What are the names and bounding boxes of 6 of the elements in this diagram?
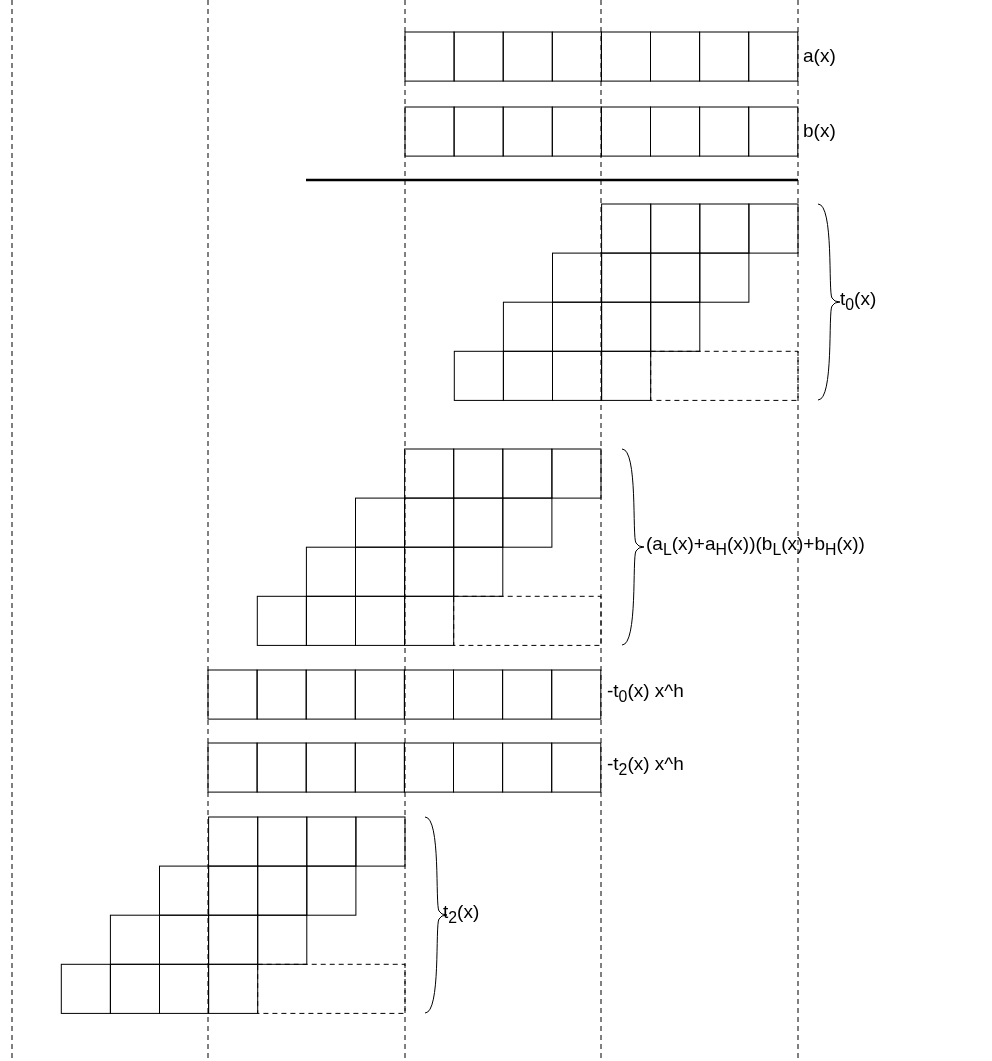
polynomial-label: (a$_{L}$(x)+a$_{H}$(x))(b$_{L}$(x)+b$_{H}$(x)) xyxy=(646,533,865,560)
polynomial-label: a(x) xyxy=(803,45,836,67)
polynomial-label: -t$_{0}$(x) x^h xyxy=(607,680,684,707)
polynomial-label: -t$_{2}$(x) x^h xyxy=(607,753,684,780)
polynomial-label: b(x) xyxy=(803,120,836,142)
polynomial-label: t$_{0}$(x) xyxy=(840,288,877,315)
